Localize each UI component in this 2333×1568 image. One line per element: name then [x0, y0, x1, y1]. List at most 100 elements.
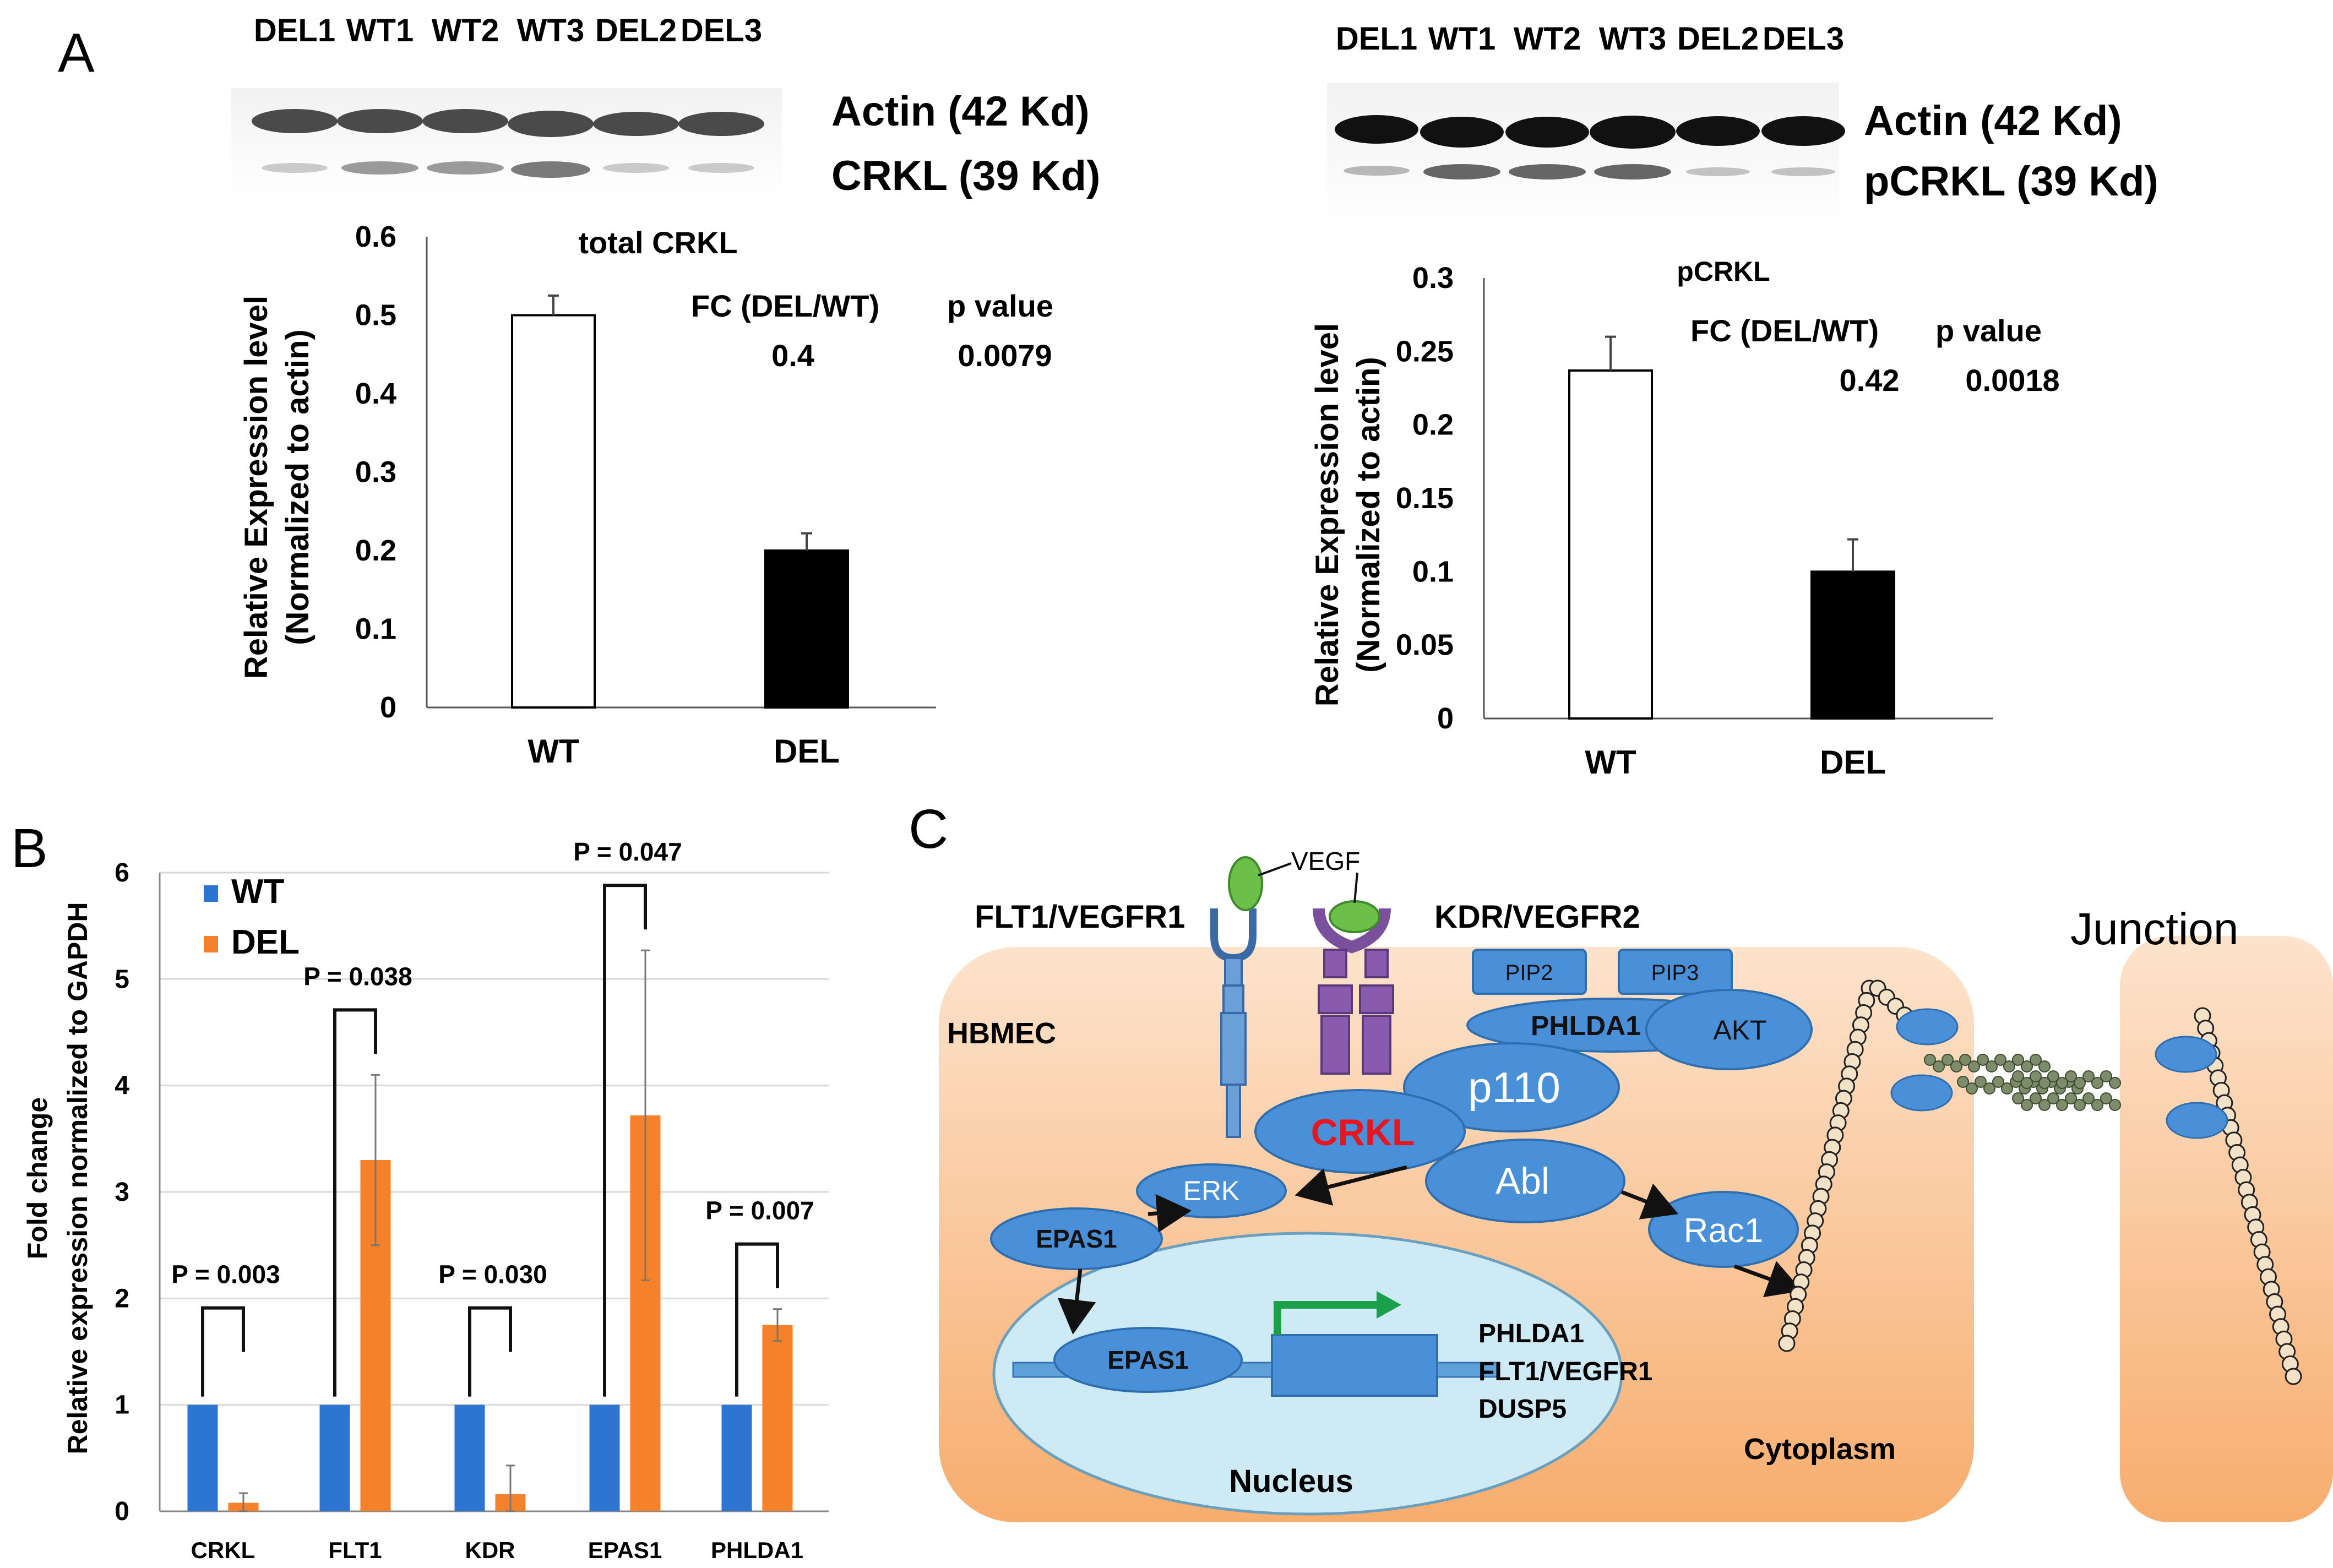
linker-bead: [1950, 1060, 1962, 1072]
pip2-label: PIP2: [1505, 961, 1553, 985]
right-blot-lane-labels: DEL1 WT1 WT2 WT3 DEL2 DEL3: [1336, 21, 1844, 57]
bar: [511, 314, 596, 709]
pip3-label: PIP3: [1651, 961, 1699, 985]
right-blot-lane-label: DEL1: [1336, 21, 1417, 57]
protein-labels: PIP2 PIP3 PHLDA1 AKT p110 CRKL Abl ERK E…: [1036, 961, 1766, 1374]
right-blot-lane-label: DEL2: [1677, 21, 1759, 57]
y-axis-title-line: Relative Expression level: [238, 296, 274, 679]
linker-bead: [2012, 1092, 2024, 1104]
y-axis-title: Fold change Relative expression normaliz…: [22, 902, 93, 1454]
right-blot-lane-label: WT2: [1514, 21, 1581, 57]
linker-bead: [2065, 1092, 2077, 1104]
x-tick-label: EPAS1: [588, 1537, 662, 1563]
y-tick-label: 2: [115, 1284, 129, 1313]
akt-label: AKT: [1713, 1015, 1766, 1046]
bar: [1810, 570, 1895, 720]
right-blot-pcrkl-bands: [1344, 164, 1835, 179]
legend-label: WT: [231, 873, 285, 911]
epas1-cyto-node: [990, 1207, 1163, 1270]
y-tick-label: 3: [115, 1178, 129, 1207]
linker-bead: [2012, 1054, 2024, 1066]
y-tick-label: 0.5: [355, 299, 396, 332]
y-tick-label: 0: [1437, 702, 1454, 735]
panel-c-letter: C: [909, 798, 948, 860]
vegf-ligand: [1228, 856, 1263, 911]
left-blot-lane-labels: DEL1 WT1 WT2 WT3 DEL2 DEL3: [254, 13, 762, 48]
linker-bead: [1992, 1076, 2004, 1088]
linker-bead: [1994, 1054, 2006, 1066]
linker-bead: [2074, 1077, 2086, 1089]
y-tick-label: 0.3: [1412, 262, 1454, 295]
linker-bead: [2003, 1060, 2015, 1072]
y-tick-label: 0.1: [355, 613, 396, 646]
y-tick-label: 0.1: [1412, 555, 1454, 588]
epas1-nuc-node: [1053, 1327, 1243, 1393]
right-blot-band-label: pCRKL (39 Kd): [1864, 158, 2158, 205]
y-tick-label: 1: [115, 1391, 129, 1420]
vegf-ligand: [1329, 900, 1380, 933]
significance-bracket: [201, 1306, 245, 1397]
right-western-blot: DEL1 WT1 WT2 WT3 DEL2 DEL3 Actin (42 Kd)…: [1327, 21, 2158, 231]
linker-bead: [2021, 1077, 2033, 1089]
p110-node: [1403, 1042, 1620, 1133]
transcription-arrowhead: [1377, 1291, 1401, 1319]
vegf-pointer: [1353, 872, 1358, 903]
p-value-label: p value: [1935, 313, 2042, 348]
adhesion-protein: [2155, 1036, 2217, 1073]
linker-bead: [1957, 1076, 1969, 1088]
junction-bead: [2285, 1368, 2302, 1385]
y-axis-title-line: (Normalized to actin): [1351, 357, 1386, 673]
linker-bead: [2038, 1099, 2051, 1111]
x-tick-label: DEL: [774, 733, 840, 770]
y-tick-label: 0.2: [1412, 409, 1454, 442]
linker-bead: [1942, 1054, 1954, 1066]
target-gene: FLT1/VEGFR1: [1478, 1357, 1652, 1386]
linker-bead: [2065, 1070, 2077, 1082]
epas1-cyto-label: EPAS1: [1036, 1224, 1117, 1253]
p-value-annotation: P = 0.007: [705, 1196, 814, 1225]
p-value-annotation: P = 0.047: [573, 837, 682, 866]
pip2-box: [1472, 949, 1587, 995]
linker-bead: [2030, 1070, 2042, 1082]
p-value-label: p value: [947, 288, 1053, 323]
rac1-label: Rac1: [1684, 1212, 1764, 1250]
linker-bead: [2001, 1082, 2013, 1095]
kdr-receptor: [1313, 908, 1394, 1075]
panel-a-letter: A: [58, 22, 95, 84]
left-blot-lane-label: WT2: [432, 13, 499, 48]
arrow-rac1-junction: [1733, 1261, 1803, 1298]
significance-bracket: [333, 1008, 377, 1397]
y-axis-title-line: (Normalized to actin): [280, 329, 316, 645]
legend-swatch: [204, 936, 218, 952]
arrow-abl-rac1: [1620, 1183, 1679, 1219]
y-tick-label: 6: [115, 858, 129, 888]
y-axis-title: Relative Expression level (Normalized to…: [1309, 323, 1386, 706]
linker-bead: [2082, 1092, 2095, 1104]
linker-bead: [1986, 1060, 1998, 1072]
adhesion-protein: [1890, 1074, 1953, 1112]
left-blot-lane-label: DEL3: [681, 13, 762, 48]
left-blot-lane-label: WT1: [346, 13, 414, 48]
left-western-blot: DEL1 WT1 WT2 WT3 DEL2 DEL3 Actin (42 Kd)…: [231, 13, 1100, 199]
phlda1-label: PHLDA1: [1531, 1010, 1641, 1041]
chart-qpcr-fold-change: Fold change Relative expression normaliz…: [22, 902, 93, 1454]
left-blot-lane-label: WT3: [517, 13, 584, 48]
linker-bead: [1975, 1076, 1987, 1088]
adhesion-protein: [2166, 1102, 2228, 1139]
significance-bracket: [468, 1306, 512, 1397]
legend-label: DEL: [231, 923, 300, 961]
panel-b-letter: B: [11, 818, 48, 879]
chart-total-crkl: total CRKL FC (DEL/WT) p value 0.4 0.007…: [238, 225, 1053, 679]
hbmec-label: HBMEC: [947, 1017, 1056, 1050]
flt1-label: FLT1/VEGFR1: [975, 899, 1185, 935]
flt1-receptor: [1210, 908, 1257, 1138]
linker-bead: [1924, 1054, 1936, 1066]
fc-label: FC (DEL/WT): [691, 288, 879, 323]
x-tick-label: PHLDA1: [711, 1537, 803, 1563]
bar: [764, 549, 849, 709]
fc-value: 0.4: [771, 338, 814, 373]
x-tick-label: WT: [1585, 744, 1636, 781]
